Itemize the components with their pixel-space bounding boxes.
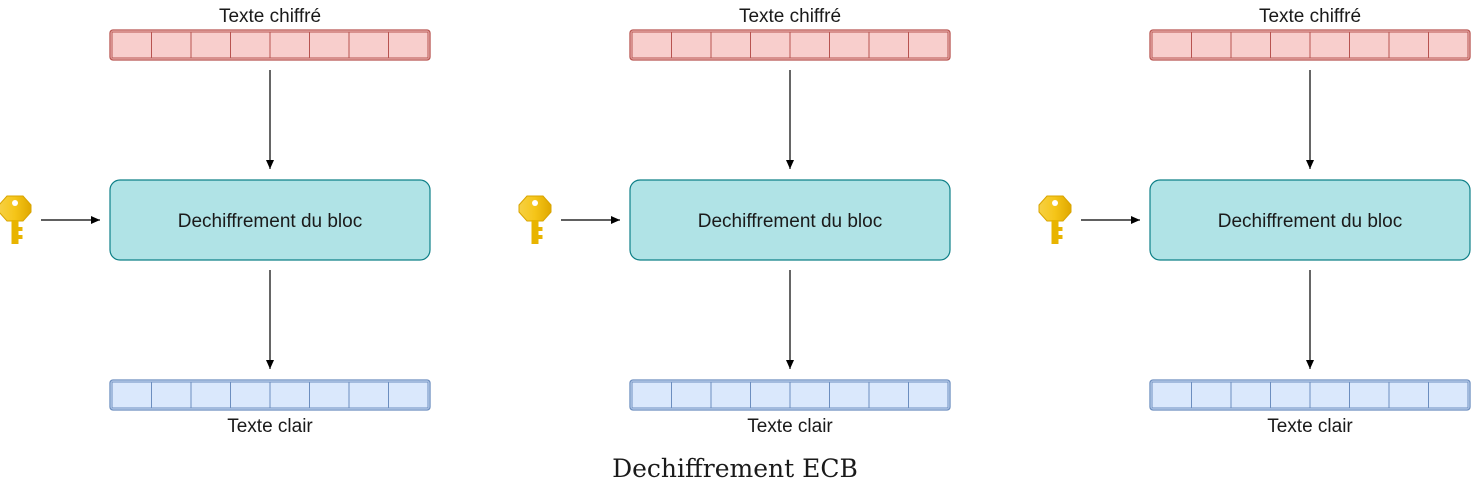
plaintext-block-cell — [908, 381, 949, 409]
decryption-process-box — [629, 179, 951, 261]
plaintext-block-cell — [111, 381, 152, 409]
ciphertext-block-cell — [1349, 31, 1390, 59]
plaintext-block — [629, 379, 951, 411]
process-label: Dechiffrement du bloc — [178, 211, 362, 232]
plaintext-block-cell — [710, 381, 751, 409]
ciphertext-block-cell — [1151, 31, 1192, 59]
ciphertext-block-cell — [230, 31, 271, 59]
ciphertext-block-cell — [631, 31, 672, 59]
ciphertext-block-cell — [151, 31, 192, 59]
ciphertext-label: Texte chiffré — [739, 6, 841, 27]
ciphertext-block-cell — [388, 31, 429, 59]
plaintext-block-cell — [789, 381, 830, 409]
ciphertext-block-cell — [1270, 31, 1311, 59]
ciphertext-block-cell — [868, 31, 909, 59]
ciphertext-block-cell — [1428, 31, 1469, 59]
key-icon — [0, 195, 32, 244]
ciphertext-block — [109, 29, 431, 61]
ciphertext-block-cell — [750, 31, 791, 59]
plaintext-block-cell — [190, 381, 231, 409]
ciphertext-block-cell — [1309, 31, 1350, 59]
plaintext-block-cell — [631, 381, 672, 409]
ciphertext-block — [1149, 29, 1471, 61]
ciphertext-block-cell — [671, 31, 712, 59]
plaintext-block-cell — [750, 381, 791, 409]
ciphertext-block-cell — [829, 31, 870, 59]
ciphertext-block-cell — [1230, 31, 1271, 59]
plaintext-block-cell — [868, 381, 909, 409]
plaintext-block-cell — [829, 381, 870, 409]
plaintext-label: Texte clair — [747, 416, 833, 437]
plaintext-block-cell — [1270, 381, 1311, 409]
ciphertext-block-cell — [111, 31, 152, 59]
ciphertext-block-cell — [789, 31, 830, 59]
plaintext-block-cell — [1191, 381, 1232, 409]
ciphertext-block — [629, 29, 951, 61]
plaintext-block-cell — [388, 381, 429, 409]
plaintext-block-cell — [1388, 381, 1429, 409]
plaintext-block-cell — [309, 381, 350, 409]
ciphertext-block-cell — [1191, 31, 1232, 59]
plaintext-block-cell — [1151, 381, 1192, 409]
process-label: Dechiffrement du bloc — [698, 211, 882, 232]
plaintext-block-cell — [348, 381, 389, 409]
diagram-title: Dechiffrement ECB — [612, 454, 858, 483]
ciphertext-block-cell — [269, 31, 310, 59]
plaintext-label: Texte clair — [1267, 416, 1353, 437]
plaintext-label: Texte clair — [227, 416, 313, 437]
decryption-process-box — [109, 179, 431, 261]
key-icon — [518, 195, 552, 244]
ciphertext-block-cell — [348, 31, 389, 59]
plaintext-block-cell — [230, 381, 271, 409]
plaintext-block-cell — [269, 381, 310, 409]
decryption-process-box — [1149, 179, 1471, 261]
process-label: Dechiffrement du bloc — [1218, 211, 1402, 232]
plaintext-block-cell — [1230, 381, 1271, 409]
key-icon — [1038, 195, 1072, 244]
plaintext-block-cell — [151, 381, 192, 409]
plaintext-block-cell — [671, 381, 712, 409]
ciphertext-block-cell — [710, 31, 751, 59]
ciphertext-label: Texte chiffré — [219, 6, 321, 27]
ciphertext-block-cell — [190, 31, 231, 59]
plaintext-block-cell — [1428, 381, 1469, 409]
ciphertext-label: Texte chiffré — [1259, 6, 1361, 27]
ciphertext-block-cell — [1388, 31, 1429, 59]
plaintext-block-cell — [1349, 381, 1390, 409]
ciphertext-block-cell — [309, 31, 350, 59]
plaintext-block — [109, 379, 431, 411]
plaintext-block — [1149, 379, 1471, 411]
ciphertext-block-cell — [908, 31, 949, 59]
plaintext-block-cell — [1309, 381, 1350, 409]
